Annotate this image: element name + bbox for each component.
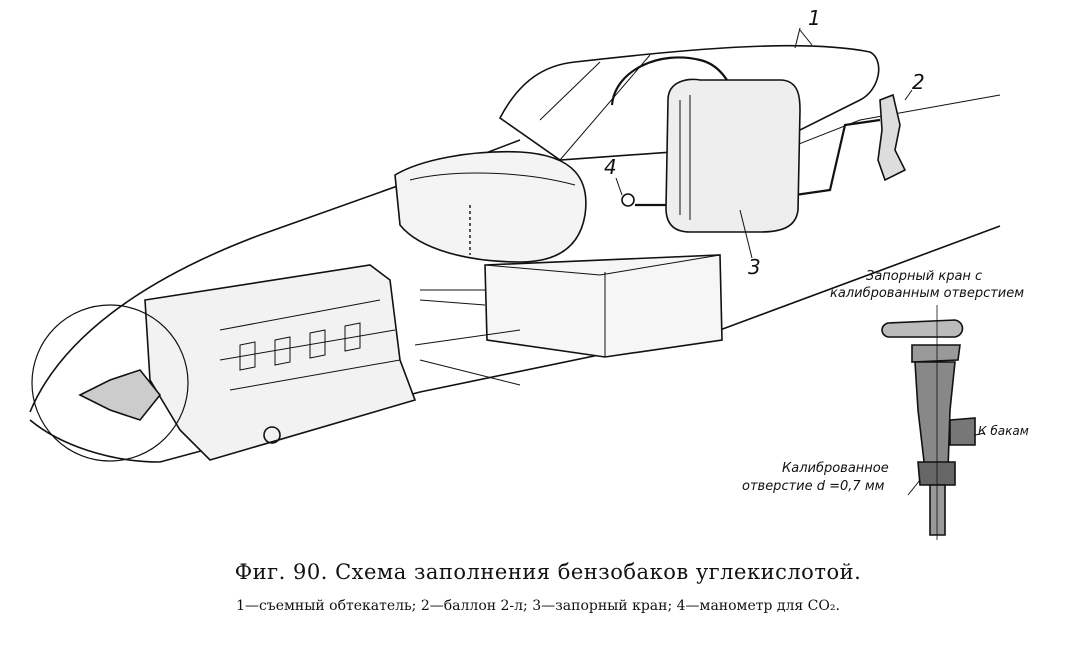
callout-2: 2	[912, 70, 925, 94]
inset-valve-title-2: калиброванным отверстием	[830, 286, 1025, 301]
callout-1: 1	[808, 6, 821, 30]
inset-orifice-2: отверстие d =0,7 мм	[742, 479, 885, 494]
inset-to-tanks: К бакам	[978, 424, 1029, 438]
spinner	[78, 369, 162, 421]
inset-valve-title-1: Запорный кран с	[866, 269, 983, 284]
callout-4: 4	[604, 155, 617, 179]
callout-3: 3	[748, 255, 761, 279]
propeller-disc	[31, 304, 189, 462]
fuselage-upper-outline	[29, 139, 521, 413]
figure-caption: Фиг. 90. Схема заполнения бензобаков угл…	[234, 560, 862, 584]
inset-orifice-1: Калиброванное	[782, 461, 889, 476]
canopy-fairing	[498, 44, 880, 161]
inset-valve-section	[881, 305, 986, 540]
valve-top	[877, 93, 907, 182]
fuel-tank	[484, 254, 723, 358]
figure-legend: 1—съемный обтекатель; 2—баллон 2-л; 3—за…	[236, 598, 840, 614]
seat	[394, 150, 587, 263]
pressure-gauge	[621, 193, 635, 207]
co2-bottle	[665, 78, 801, 233]
engine-block	[144, 264, 417, 461]
